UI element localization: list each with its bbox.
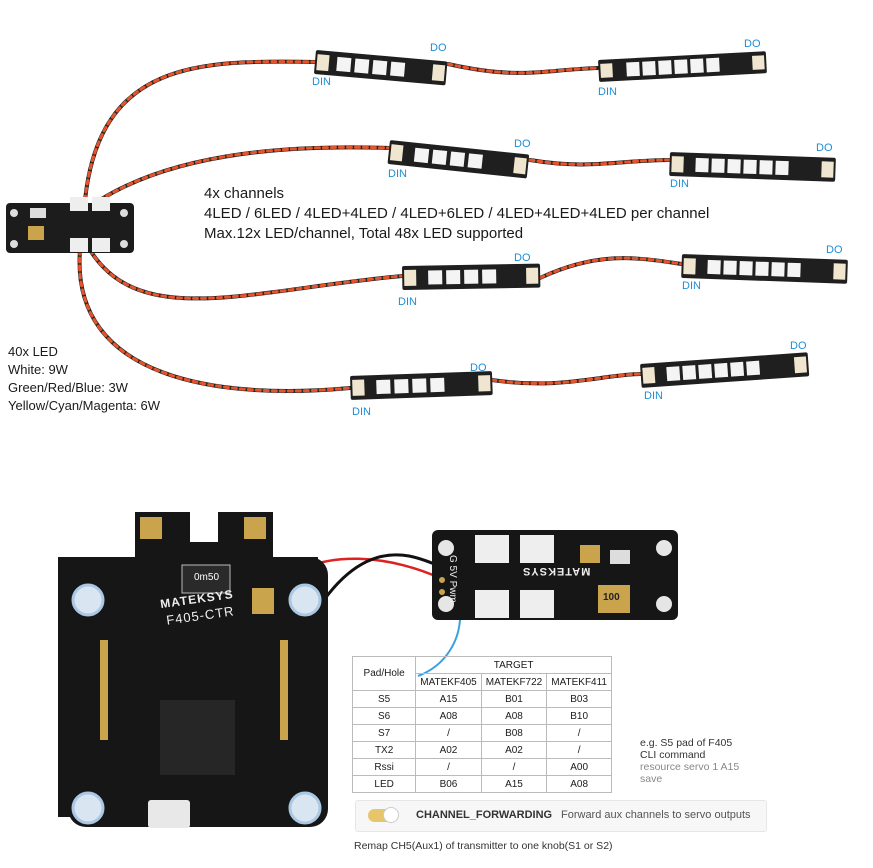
value-cell: A15	[480, 775, 548, 793]
din-label: DIN	[598, 86, 617, 98]
feature-row: CHANNEL_FORWARDING Forward aux channels …	[355, 800, 767, 832]
column-header: MATEKF722	[480, 673, 548, 691]
fc-plus: +	[286, 520, 297, 540]
din-label: DIN	[352, 406, 371, 418]
led-hub-board	[6, 197, 134, 253]
do-label: DO	[790, 340, 807, 352]
column-header: MATEKF411	[546, 673, 612, 691]
target-table: Pad/Hole TARGET MATEKF405 MATEKF722 MATE…	[351, 656, 612, 793]
fc-cap: 0m50	[194, 572, 220, 583]
table-row: LED B06 A15 A08	[351, 775, 612, 793]
din-label: DIN	[670, 178, 689, 190]
do-label: DO	[470, 362, 487, 374]
table-row: Rssi / / A00	[351, 758, 612, 776]
value-cell: B03	[546, 690, 612, 708]
table-corner: Pad/Hole	[351, 656, 417, 691]
value-cell: B01	[480, 690, 548, 708]
spec-line-3: Green/Red/Blue: 3W	[8, 380, 128, 395]
value-cell: /	[415, 758, 482, 776]
do-label: DO	[826, 244, 843, 256]
info-line-2: 4LED / 6LED / 4LED+4LED / 4LED+6LED / 4L…	[204, 205, 710, 222]
value-cell: B10	[546, 707, 612, 725]
table-row: S7 / B08 /	[351, 724, 612, 742]
value-cell: A08	[415, 707, 482, 725]
toggle-knob	[383, 807, 399, 823]
table-row: TX2 A02 A02 /	[351, 741, 612, 759]
pad-cell: LED	[351, 775, 417, 793]
cli-line-3: resource servo 1 A15	[640, 761, 740, 773]
din-label: DIN	[644, 390, 663, 402]
value-cell: A08	[546, 775, 612, 793]
value-cell: B08	[480, 724, 548, 742]
value-cell: A00	[546, 758, 612, 776]
din-label: DIN	[312, 76, 331, 88]
value-cell: A02	[480, 741, 548, 759]
spec-line-1: 40x LED	[8, 344, 58, 359]
do-label: DO	[514, 252, 531, 264]
cli-line-1: e.g. S5 pad of F405	[640, 737, 733, 749]
info-line-3: Max.12x LED/channel, Total 48x LED suppo…	[204, 225, 524, 242]
do-label: DO	[430, 42, 447, 54]
spec-line-4: Yellow/Cyan/Magenta: 6W	[8, 398, 160, 413]
value-cell: /	[546, 741, 612, 759]
pad-cell: Rssi	[351, 758, 417, 776]
cli-note: e.g. S5 pad of F405 CLI command resource…	[640, 737, 739, 785]
channel-forwarding-toggle[interactable]	[368, 807, 399, 823]
value-cell: A08	[480, 707, 548, 725]
value-cell: B06	[415, 775, 482, 793]
do-label: DO	[816, 142, 833, 154]
fc-board	[58, 512, 328, 828]
din-label: DIN	[682, 280, 701, 292]
value-cell: /	[415, 724, 482, 742]
pad-cell: S5	[351, 690, 417, 708]
do-label: DO	[744, 38, 761, 50]
value-cell: /	[546, 724, 612, 742]
value-cell: A15	[415, 690, 482, 708]
cli-line-2: CLI command	[640, 749, 706, 761]
spec-line-2: White: 9W	[8, 362, 68, 377]
led-chip: 100	[603, 592, 620, 603]
do-label: DO	[514, 138, 531, 150]
cli-line-4: save	[640, 773, 663, 785]
led-spec: 40x LED White: 9W Green/Red/Blue: 3W Yel…	[8, 343, 160, 415]
table-row: S6 A08 A08 B10	[351, 707, 612, 725]
led-brand: MATEKSYS	[522, 565, 591, 577]
led-pads: G 5V Pwm	[447, 555, 458, 603]
pad-cell: TX2	[351, 741, 417, 759]
value-cell: /	[480, 758, 548, 776]
din-label: DIN	[388, 168, 407, 180]
channel-info: 4x channels 4LED / 6LED / 4LED+4LED / 4L…	[204, 184, 709, 244]
remap-caption: Remap CH5(Aux1) of transmitter to one kn…	[354, 840, 613, 852]
table-header: TARGET	[415, 656, 612, 674]
din-label: DIN	[398, 296, 417, 308]
feature-name: CHANNEL_FORWARDING	[416, 809, 553, 821]
table-row: S5 A15 B01 B03	[351, 690, 612, 708]
pad-cell: S7	[351, 724, 417, 742]
led-board	[432, 530, 678, 620]
pad-cell: S6	[351, 707, 417, 725]
feature-description: Forward aux channels to servo outputs	[561, 809, 751, 821]
led-strips	[314, 50, 848, 400]
column-header: MATEKF405	[415, 673, 482, 691]
info-line-1: 4x channels	[204, 185, 285, 202]
value-cell: A02	[415, 741, 482, 759]
